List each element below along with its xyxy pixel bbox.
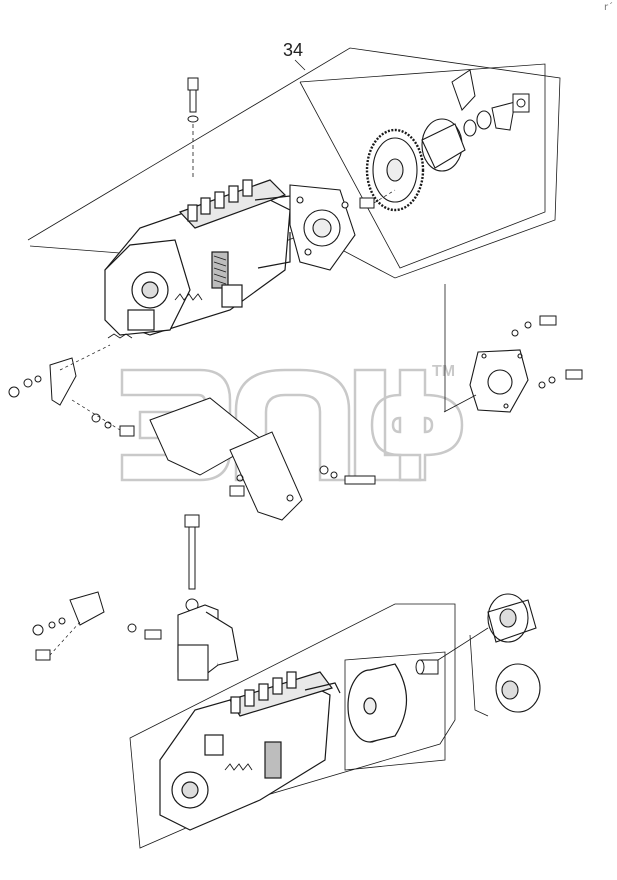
bolt-top <box>187 77 199 123</box>
callout-boundary <box>27 47 561 279</box>
injection-pump-lower <box>159 671 341 831</box>
cover-plate-right <box>469 349 529 413</box>
watermark-tm: TM <box>432 363 455 380</box>
flywheel-drum <box>347 663 407 743</box>
callout-number: 34 <box>283 40 304 60</box>
long-bolt <box>184 514 200 612</box>
left-bracket <box>8 357 135 437</box>
hardware-bottom-upper <box>229 465 376 497</box>
bracket-top-right <box>451 69 530 131</box>
coupling-bush <box>415 659 439 675</box>
lower-group-boundary <box>129 603 456 849</box>
gear-bolt <box>359 197 375 209</box>
coupling-disc-lower <box>495 663 541 713</box>
injection-pump-upper <box>104 179 297 339</box>
flywheel-boundary <box>344 651 446 771</box>
left-bracket-lower <box>32 591 162 661</box>
coupling-hub <box>421 110 492 172</box>
callout-leader <box>294 59 306 71</box>
pump-support-bracket <box>149 397 303 521</box>
corner-mark: r´ <box>604 2 614 13</box>
support-stand <box>177 604 239 681</box>
hardware-right <box>511 315 583 389</box>
coupling-disc-upper <box>487 593 537 643</box>
timing-housing <box>289 184 356 271</box>
drive-gear <box>365 128 425 212</box>
